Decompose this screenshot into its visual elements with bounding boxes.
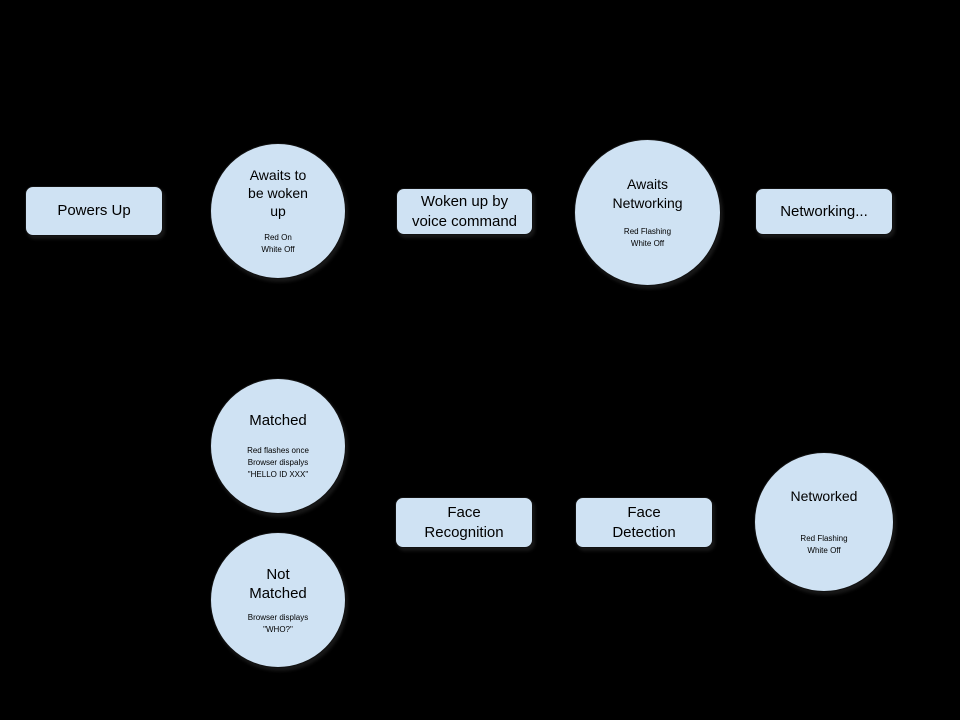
node-face-recognition: Face Recognition	[395, 497, 533, 548]
node-face-detection-label: Face Detection	[612, 504, 676, 541]
node-awaits-wake-subtext: Red On White Off	[261, 233, 295, 255]
node-face-detection: Face Detection	[575, 497, 713, 548]
node-awaits-wake: Awaits to be woken up Red On White Off	[210, 143, 346, 279]
node-matched-subtext: Red flashes once Browser dispalys "HELLO…	[247, 445, 309, 479]
node-networked-subtext: Red Flashing White Off	[800, 534, 848, 556]
node-networking: Networking...	[755, 188, 893, 235]
node-not-matched: Not Matched Browser displays "WHO?"	[210, 532, 346, 668]
node-powers-up: Powers Up	[25, 186, 163, 236]
node-awaits-networking: Awaits Networking Red Flashing White Off	[574, 139, 721, 286]
node-powers-up-label: Powers Up	[57, 202, 131, 220]
node-woken-up-label: Woken up by voice command	[411, 193, 518, 230]
node-awaits-networking-label: Awaits Networking	[612, 176, 683, 211]
node-not-matched-subtext: Browser displays "WHO?"	[247, 612, 309, 634]
node-networked-label: Networked	[790, 487, 858, 504]
node-networking-label: Networking...	[780, 202, 868, 220]
node-awaits-networking-subtext: Red Flashing White Off	[623, 226, 672, 248]
node-awaits-wake-label: Awaits to be woken up	[248, 166, 308, 220]
node-matched: Matched Red flashes once Browser dispaly…	[210, 378, 346, 514]
node-networked: Networked Red Flashing White Off	[754, 452, 894, 592]
node-matched-label: Matched	[249, 412, 307, 430]
node-not-matched-label: Not Matched	[249, 565, 307, 603]
node-face-recognition-label: Face Recognition	[424, 504, 504, 541]
node-woken-up-by-voice: Woken up by voice command	[396, 188, 533, 235]
